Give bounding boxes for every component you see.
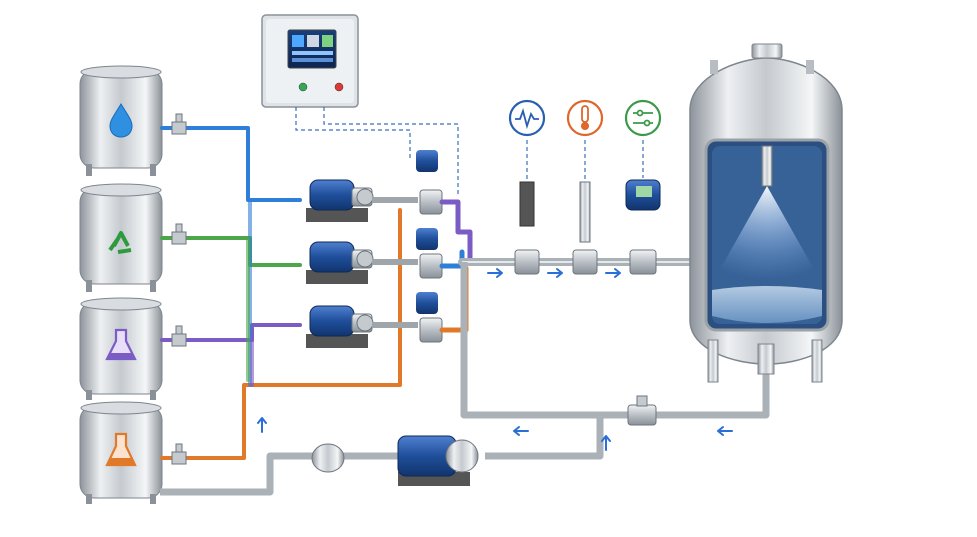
supply-tank-recycle bbox=[79, 183, 163, 292]
flow-sensor[interactable] bbox=[514, 181, 540, 275]
supply-tank-acid bbox=[79, 401, 163, 504]
flow-arrows bbox=[257, 268, 733, 451]
feed-pump-2[interactable] bbox=[306, 241, 374, 284]
actuated-valves[interactable] bbox=[416, 150, 443, 343]
supply-tank-water bbox=[79, 65, 163, 176]
recirculation-pump[interactable] bbox=[397, 435, 479, 486]
return-valve[interactable] bbox=[627, 395, 657, 426]
feed-pump-3[interactable] bbox=[306, 305, 374, 348]
gauge-icon bbox=[292, 35, 304, 47]
grid-icon bbox=[322, 35, 333, 47]
chart-icon bbox=[307, 35, 319, 47]
check-valve[interactable] bbox=[311, 443, 345, 473]
spray-ball bbox=[761, 145, 773, 187]
spray-pattern bbox=[714, 186, 820, 280]
stop-indicator-button[interactable] bbox=[334, 82, 344, 92]
supply-valves[interactable] bbox=[171, 113, 187, 465]
water-drop-icon bbox=[109, 103, 133, 138]
supply-lines bbox=[160, 126, 402, 460]
process-vessel bbox=[689, 43, 843, 383]
waveform-icon bbox=[515, 108, 539, 130]
instrument-regulator-badge bbox=[624, 99, 662, 137]
thermometer-icon bbox=[581, 105, 589, 130]
start-indicator-button[interactable] bbox=[298, 82, 308, 92]
pump-discharge-pipes bbox=[372, 197, 418, 328]
sliders-icon bbox=[633, 109, 653, 127]
temperature-sensor[interactable] bbox=[572, 181, 598, 275]
recirc-pump-line bbox=[160, 415, 604, 496]
signal-lines bbox=[295, 107, 644, 195]
control-panel bbox=[261, 14, 359, 108]
recycle-icon bbox=[108, 231, 132, 254]
pressure-transmitter[interactable] bbox=[625, 179, 661, 275]
supply-tank-chemical bbox=[79, 297, 163, 400]
instrument-temperature-badge bbox=[566, 99, 604, 137]
instrument-flow-badge bbox=[508, 99, 546, 137]
return-line bbox=[460, 262, 770, 419]
feed-pump-1[interactable] bbox=[306, 179, 374, 222]
